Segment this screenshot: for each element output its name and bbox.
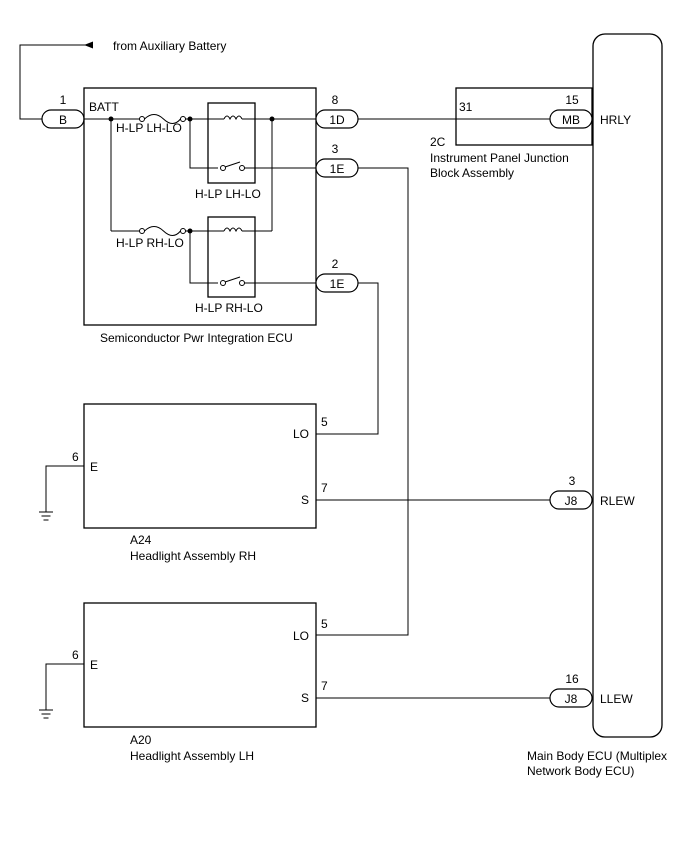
junction-block-name: Block Assembly	[430, 166, 514, 180]
fuse-rh-icon	[139, 226, 186, 236]
ground-icon	[39, 709, 53, 719]
arrow-left-icon	[84, 41, 93, 49]
headlight-lh-name: Headlight Assembly LH	[130, 749, 254, 763]
ground-icon	[39, 511, 53, 521]
junction-block-pin: 31	[459, 100, 473, 114]
connector-1e-code: 1E	[330, 277, 345, 291]
connector-mb: MB 15	[549, 93, 593, 129]
connector-j8-pin: 3	[569, 474, 576, 488]
battery-feed-wire: from Auxiliary Battery	[19, 39, 226, 120]
headlight-lh-e-label: E	[90, 658, 98, 672]
connector-j8-code: J8	[565, 692, 578, 706]
source-label: from Auxiliary Battery	[113, 39, 226, 53]
terminal-hrly: HRLY	[600, 113, 631, 127]
headlight-lh-code: A20	[130, 733, 152, 747]
terminal-llew: LLEW	[600, 692, 633, 706]
connector-j8-pin: 16	[565, 672, 579, 686]
connector-1d-pin: 8	[332, 93, 339, 107]
connector-b: B 1	[41, 93, 85, 129]
headlight-lh-s-label: S	[301, 691, 309, 705]
headlight-lh-lo-pin: 5	[321, 617, 328, 631]
connector-mb-pin: 15	[565, 93, 579, 107]
connector-j8-pin16: J8 16	[549, 672, 593, 708]
relay-lh-switch-icon	[220, 161, 316, 171]
spi-ecu: Semiconductor Pwr Integration ECU BATT H…	[83, 87, 317, 345]
headlight-rh-s-label: S	[301, 493, 309, 507]
fuse-lh-icon	[139, 114, 186, 124]
headlight-rh-lo-pin: 5	[321, 415, 328, 429]
connector-1e-pin2: 1E 2	[315, 257, 359, 293]
connector-b-pin: 1	[60, 93, 67, 107]
relay-rh-switch-icon	[220, 276, 316, 286]
headlight-rh-s-pin: 7	[321, 481, 328, 495]
relay-lh	[207, 102, 256, 184]
main-body-ecu-name: Network Body ECU)	[527, 764, 634, 778]
spi-ecu-name: Semiconductor Pwr Integration ECU	[100, 331, 293, 345]
batt-label: BATT	[89, 100, 119, 114]
relay-rh	[207, 216, 256, 298]
relay-lh-coil-icon	[218, 115, 316, 121]
connector-j8-code: J8	[565, 494, 578, 508]
headlight-rh: LO 5 S 7 E 6 A24 Headlight Assembly RH	[39, 403, 328, 563]
connector-1e-pin3: 1E 3	[315, 142, 359, 178]
headlight-lh-e-pin: 6	[72, 648, 79, 662]
main-body-ecu: HRLY RLEW LLEW Main Body ECU (Multiplex …	[527, 33, 667, 778]
connector-j8-pin3: J8 3	[549, 474, 593, 510]
relay-lh-label: H-LP LH-LO	[195, 187, 261, 201]
fuse-rh-label: H-LP RH-LO	[116, 236, 184, 250]
main-body-ecu-name: Main Body ECU (Multiplex	[527, 749, 667, 763]
terminal-rlew: RLEW	[600, 494, 635, 508]
headlight-lh-lo-label: LO	[293, 629, 309, 643]
junction-block: 31 2C Instrument Panel Junction Block As…	[358, 87, 593, 180]
headlight-rh-code: A24	[130, 533, 152, 547]
connector-1e-code: 1E	[330, 162, 345, 176]
relay-rh-label: H-LP RH-LO	[195, 301, 263, 315]
connector-b-code: B	[59, 113, 67, 127]
headlight-rh-e-pin: 6	[72, 450, 79, 464]
connector-mb-code: MB	[562, 113, 580, 127]
junction-block-code: 2C	[430, 135, 446, 149]
headlight-lh: LO 5 S 7 E 6 A20 Headlight Assembly LH	[39, 602, 328, 763]
relay-rh-coil-icon	[218, 227, 272, 233]
junction-block-name: Instrument Panel Junction	[430, 151, 569, 165]
wire-1e3-to-lh-lo	[316, 167, 409, 636]
connector-1e-pin: 3	[332, 142, 339, 156]
headlight-rh-name: Headlight Assembly RH	[130, 549, 256, 563]
wire-1e2-to-rh-lo	[316, 282, 379, 435]
connector-1e-pin: 2	[332, 257, 339, 271]
connector-1d-code: 1D	[329, 113, 345, 127]
fuse-lh-label: H-LP LH-LO	[116, 121, 182, 135]
connector-1d: 1D 8	[315, 93, 359, 129]
headlight-lh-s-pin: 7	[321, 679, 328, 693]
headlight-rh-lo-label: LO	[293, 427, 309, 441]
headlight-rh-e-label: E	[90, 460, 98, 474]
